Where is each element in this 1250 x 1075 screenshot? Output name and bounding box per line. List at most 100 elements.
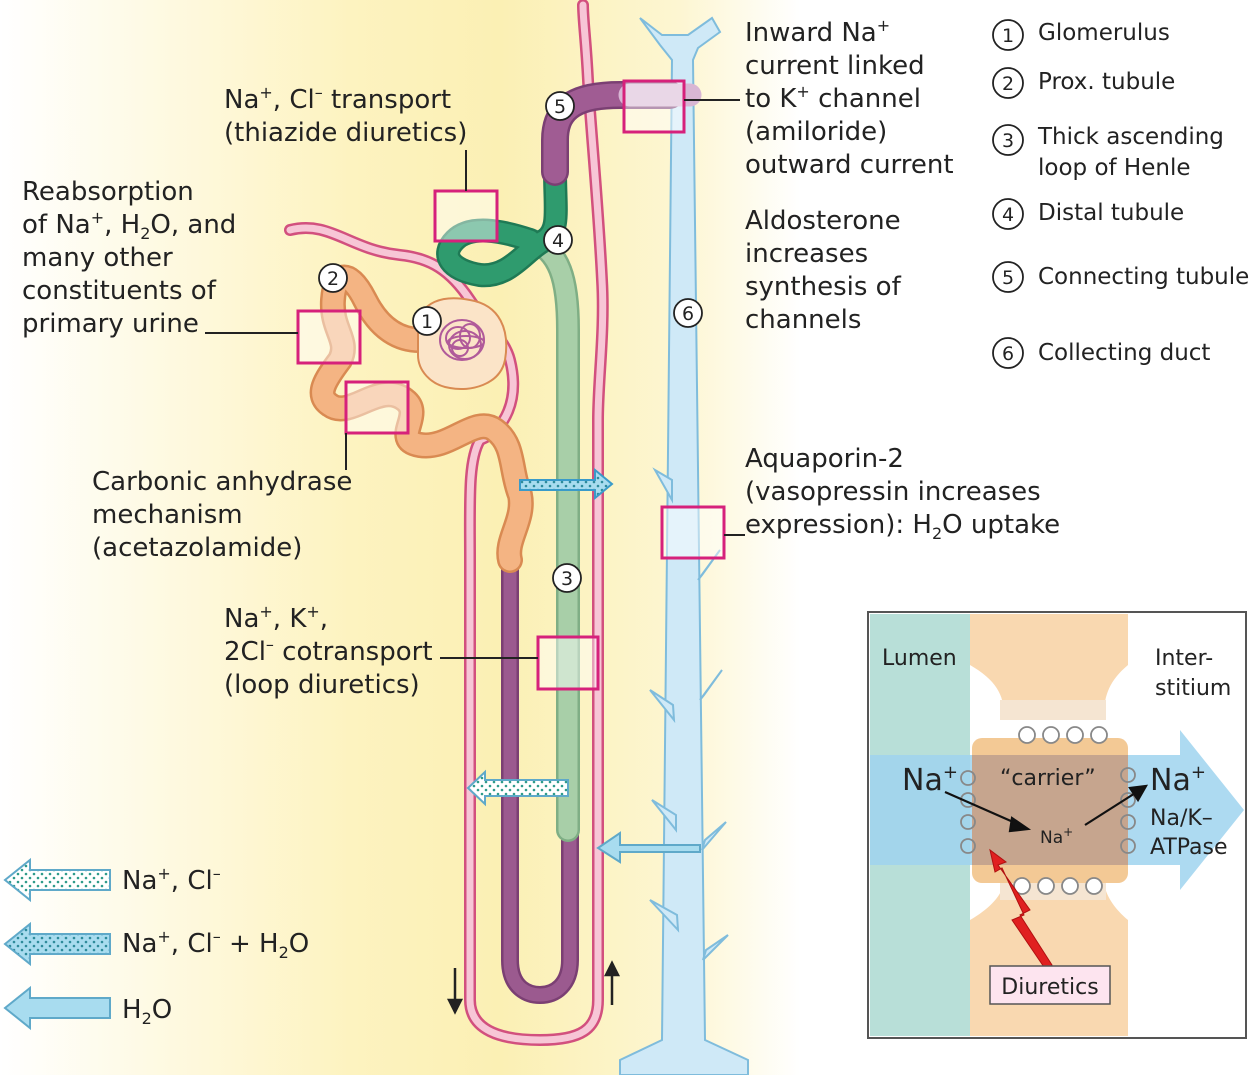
svg-text:many other: many other [22, 243, 173, 273]
flow-legend-nacl: Na+, Cl– [3, 857, 221, 903]
svg-text:expression): H2O uptake: expression): H2O uptake [745, 510, 1060, 543]
svg-text:4: 4 [1002, 204, 1014, 226]
svg-text:Distal tubule: Distal tubule [1038, 200, 1184, 226]
svg-text:Aldosterone: Aldosterone [745, 206, 901, 236]
svg-text:mechanism: mechanism [92, 500, 243, 530]
legend-item-prox-tubule: 2 Prox. tubule [992, 67, 1175, 99]
marker-box-distal [433, 189, 499, 243]
label-loop-diuretics: Na+, K+, 2Cl– cotransport (loop diuretic… [224, 602, 433, 700]
svg-text:5: 5 [554, 96, 566, 118]
svg-text:Lumen: Lumen [882, 646, 957, 671]
svg-text:Collecting duct: Collecting duct [1038, 340, 1210, 366]
badge-4: 4 [543, 225, 573, 255]
svg-text:5: 5 [1002, 267, 1014, 289]
svg-text:1: 1 [421, 311, 433, 333]
leader-lines [205, 99, 745, 659]
label-amiloride: Inward Na+ current linked to K+ channel … [745, 16, 954, 180]
svg-text:ATPase: ATPase [1150, 835, 1228, 860]
upper-cell [970, 614, 1128, 715]
legend-item-distal-tubule: 4 Distal tubule [992, 198, 1184, 230]
svg-text:(amiloride): (amiloride) [745, 117, 887, 147]
marker-box-proximal [296, 309, 362, 365]
svg-text:outward current: outward current [745, 150, 954, 180]
svg-text:Na+: Na+ [1040, 825, 1073, 848]
legend-item-thick-ascending: 3 Thick ascending loop of Henle [992, 124, 1224, 181]
svg-text:current linked: current linked [745, 51, 925, 81]
svg-text:H2O: H2O [122, 995, 172, 1028]
marker-box-aquaporin [660, 505, 726, 560]
svg-text:2: 2 [1002, 73, 1014, 95]
marker-box-carbonic [344, 380, 410, 435]
svg-text:2: 2 [327, 268, 339, 290]
svg-text:Carbonic anhydrase: Carbonic anhydrase [92, 467, 352, 497]
badge-5: 5 [545, 91, 575, 121]
flow-legend-h2o: H2O [3, 985, 172, 1031]
svg-text:primary urine: primary urine [22, 309, 199, 339]
flow-arrow-nacl-h2o-ascending [519, 467, 614, 501]
svg-text:(loop diuretics): (loop diuretics) [224, 670, 420, 700]
svg-text:Thick ascending: Thick ascending [1037, 124, 1224, 150]
inset-carrier-diagram: Lumen Inter- stitium Na+ “carrier” Na+ N… [867, 611, 1247, 1039]
label-reabsorption: Reabsorption of Na+, H2O, and many other… [22, 177, 236, 339]
svg-text:6: 6 [682, 303, 694, 325]
svg-text:Glomerulus: Glomerulus [1038, 20, 1170, 46]
svg-text:Connecting tubule: Connecting tubule [1038, 264, 1249, 290]
svg-text:to K+ channel: to K+ channel [745, 82, 921, 114]
svg-text:of Na+, H2O, and: of Na+, H2O, and [22, 208, 236, 243]
badge-2: 2 [318, 263, 348, 293]
capillary-vessel [284, 0, 609, 1046]
flow-legend: Na+, Cl– Na+, Cl– + H2O H2O [3, 857, 309, 1031]
flow-direction-arrows [446, 960, 621, 1015]
svg-text:Na/K–: Na/K– [1150, 806, 1213, 831]
collecting-duct [619, 16, 749, 1075]
svg-text:1: 1 [1002, 25, 1014, 47]
svg-text:synthesis of: synthesis of [745, 272, 902, 302]
svg-text:(vasopressin increases: (vasopressin increases [745, 477, 1041, 507]
svg-text:Aquaporin-2: Aquaporin-2 [745, 444, 904, 474]
flow-arrow-nacl-loop [466, 769, 569, 807]
svg-text:Na+: Na+ [902, 762, 958, 798]
legend-item-connecting-tubule: 5 Connecting tubule [992, 261, 1249, 293]
svg-text:“carrier”: “carrier” [1000, 766, 1096, 791]
svg-text:Na+, Cl–: Na+, Cl– [122, 864, 221, 896]
svg-text:Inward Na+: Inward Na+ [745, 16, 890, 48]
badge-1: 1 [412, 306, 442, 336]
marker-box-connecting [622, 79, 686, 134]
svg-text:4: 4 [552, 230, 564, 252]
svg-text:(thiazide diuretics): (thiazide diuretics) [224, 118, 467, 148]
label-thiazide: Na+, Cl– transport (thiazide diuretics) [224, 83, 467, 148]
legend-item-collecting-duct: 6 Collecting duct [992, 337, 1210, 369]
structure-legend: 1 Glomerulus 2 Prox. tubule 3 Thick asce… [992, 19, 1249, 369]
svg-text:(acetazolamide): (acetazolamide) [92, 533, 302, 563]
badge-3: 3 [552, 563, 582, 593]
svg-text:3: 3 [561, 568, 573, 590]
svg-text:constituents of: constituents of [22, 276, 217, 306]
svg-text:Diuretics: Diuretics [1001, 975, 1098, 1000]
svg-text:Inter-: Inter- [1155, 646, 1213, 671]
marker-box-loop [536, 635, 600, 691]
label-aldosterone: Aldosterone increases synthesis of chann… [745, 206, 902, 335]
svg-text:Na+, Cl– + H2O: Na+, Cl– + H2O [122, 927, 309, 962]
flow-legend-nacl-h2o: Na+, Cl– + H2O [3, 921, 309, 967]
svg-text:loop of Henle: loop of Henle [1038, 155, 1191, 181]
svg-text:Na+, K+,: Na+, K+, [224, 602, 328, 634]
label-aquaporin: Aquaporin-2 (vasopressin increases expre… [745, 444, 1060, 543]
legend-item-glomerulus: 1 Glomerulus [992, 19, 1170, 51]
svg-text:increases: increases [745, 239, 868, 269]
number-badges: 1 2 3 4 5 6 [318, 91, 703, 593]
badge-6: 6 [673, 298, 703, 328]
label-carbonic-anhydrase: Carbonic anhydrase mechanism (acetazolam… [92, 467, 352, 563]
svg-text:Prox. tubule: Prox. tubule [1038, 69, 1175, 95]
svg-text:2Cl– cotransport: 2Cl– cotransport [224, 635, 433, 667]
lower-cell [970, 880, 1128, 1036]
loop-of-henle-thin-limb [501, 536, 579, 1005]
svg-text:Reabsorption: Reabsorption [22, 177, 194, 207]
svg-text:Na+: Na+ [1150, 762, 1206, 798]
svg-text:channels: channels [745, 305, 861, 335]
svg-text:6: 6 [1002, 343, 1014, 365]
svg-text:stitium: stitium [1155, 676, 1231, 701]
flow-arrow-h2o-collecting [596, 831, 701, 864]
diuretics-label: Diuretics [989, 965, 1111, 1005]
